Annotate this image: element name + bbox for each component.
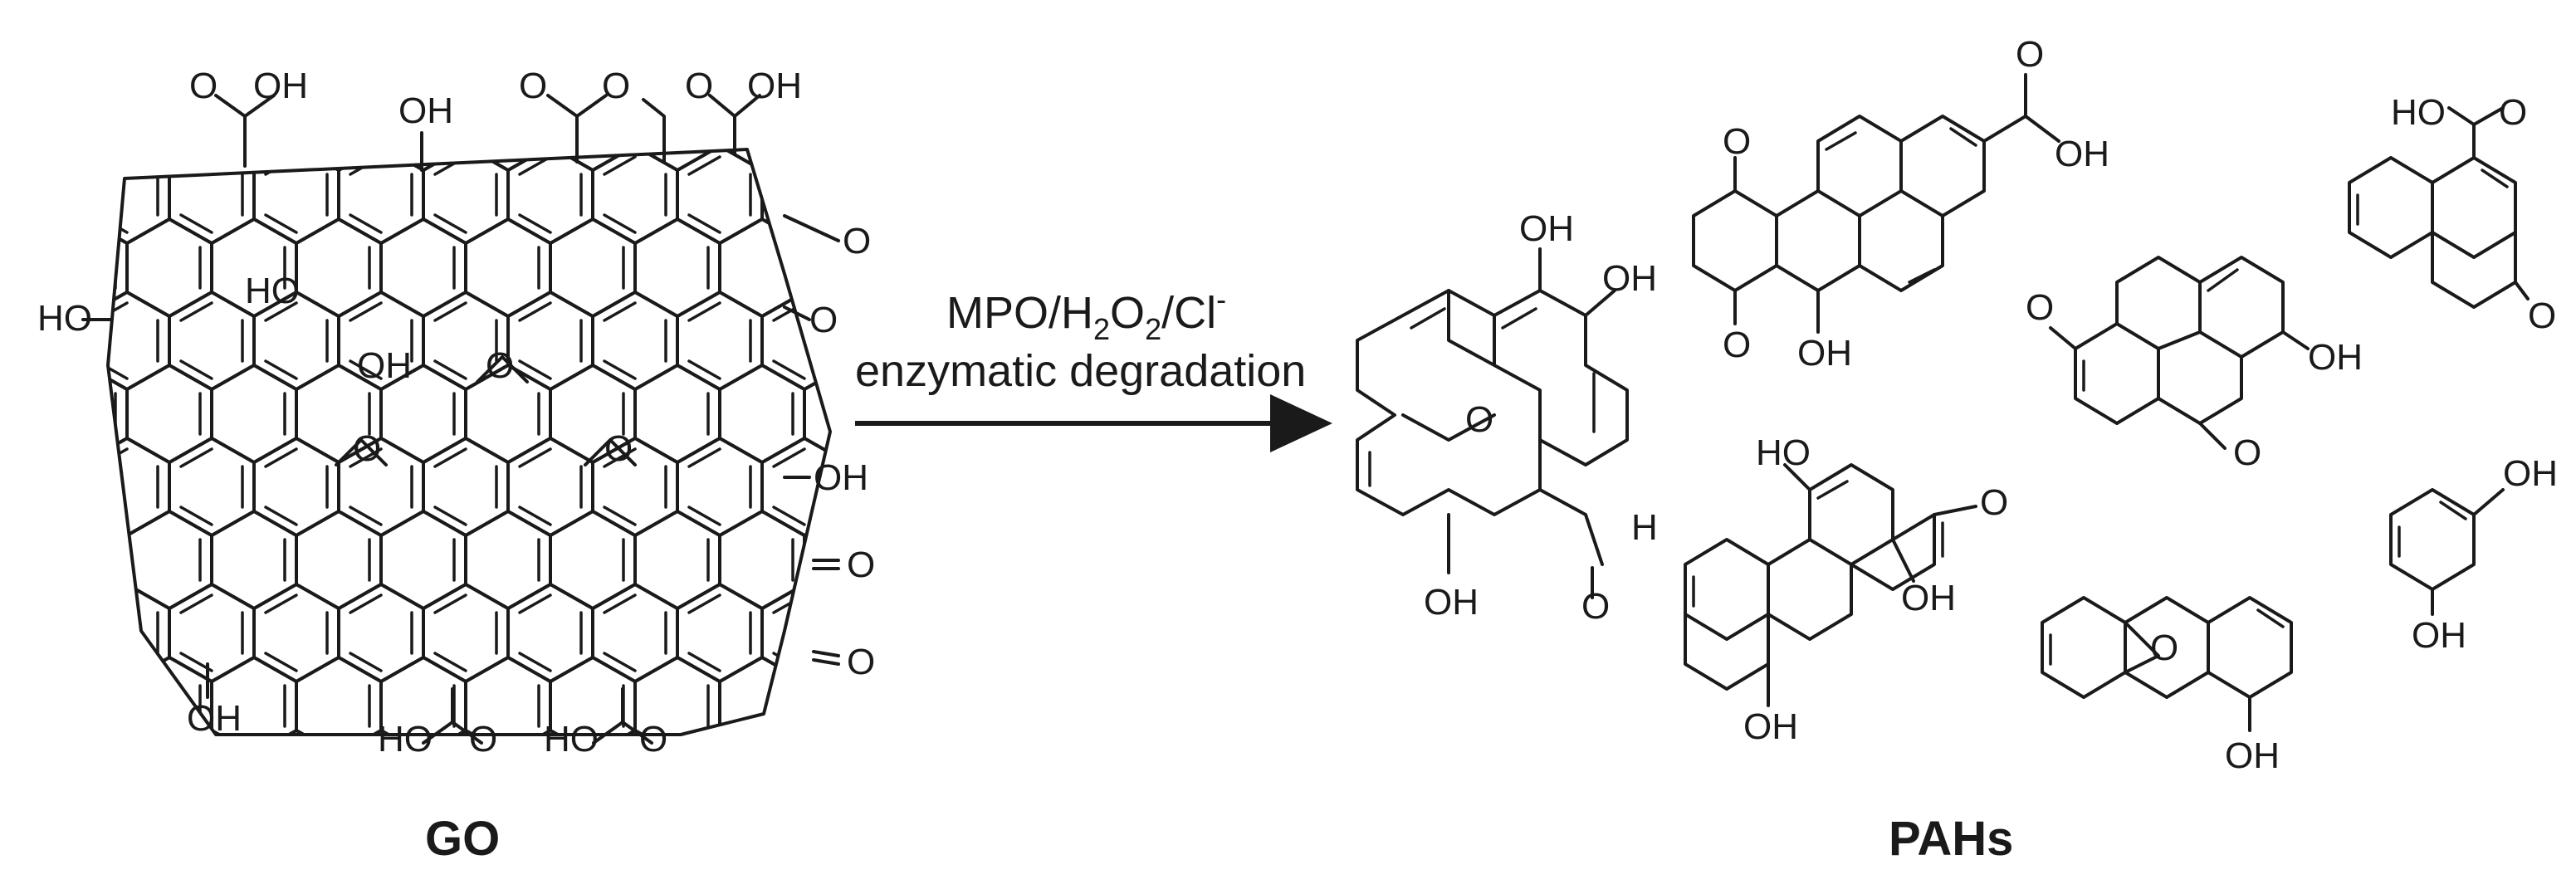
atom-o: O (685, 66, 713, 106)
atom-o: O (604, 428, 633, 469)
atom-oh: OH (1519, 208, 1574, 249)
go-top-lactone: O O (519, 66, 666, 164)
go-right-anhydride: O O (783, 214, 871, 340)
atom-o: O (602, 66, 630, 106)
product-5-molecule: HO OH O OH (1684, 432, 2008, 747)
atom-oh: OH (814, 457, 868, 498)
atom-o: O (847, 545, 875, 585)
go-inner-hydroxyls: HO OH (245, 271, 412, 386)
atom-h: H (1631, 507, 1658, 548)
atom-o: O (189, 66, 218, 106)
go-top-carboxyl-2: O OH (685, 66, 802, 155)
product-2-molecule: O O OH O OH (1692, 34, 2109, 374)
atom-o: O (2016, 34, 2044, 75)
atom-oh: OH (747, 66, 802, 106)
atom-ho: HO (245, 271, 300, 311)
atom-o: O (1723, 121, 1751, 162)
atom-o: O (2150, 628, 2178, 668)
atom-o: O (1581, 586, 1610, 627)
product-7-molecule: OH OH (2389, 453, 2558, 656)
atom-o: O (353, 428, 381, 469)
atom-o: O (2499, 92, 2527, 133)
graphene-oxide-structure: O OH OH O O O OH O O HO HO OH (37, 66, 875, 760)
atom-oh: OH (1743, 706, 1798, 747)
atom-oh: OH (2308, 337, 2363, 378)
atom-oh: OH (1797, 333, 1852, 374)
atom-oh: OH (1602, 258, 1657, 299)
product-4-molecule: HO O O (2348, 92, 2556, 336)
reagent-label: MPO/H2O2/Cl- (946, 282, 1226, 346)
reactant-label: GO (425, 812, 500, 866)
atom-oh: OH (2225, 735, 2280, 776)
go-right-oh-and-quinone: OH O O (783, 457, 875, 682)
atom-o: O (843, 221, 871, 261)
atom-oh: OH (2503, 453, 2558, 494)
atom-ho: HO (1756, 432, 1811, 473)
atom-o: O (1465, 399, 1493, 440)
atom-o: O (809, 300, 838, 340)
atom-o: O (519, 66, 547, 106)
atom-ho: HO (544, 719, 599, 760)
atom-o: O (847, 642, 875, 682)
reaction-arrow: MPO/H2O2/Cl- enzymatic degradation (855, 282, 1332, 452)
atom-ho: HO (378, 719, 433, 760)
go-left-hydroxyl: HO (37, 298, 114, 339)
atom-o: O (2026, 287, 2054, 328)
atom-oh: OH (2412, 615, 2466, 656)
atom-oh: OH (253, 66, 308, 106)
product-6-molecule: O OH (2041, 596, 2293, 776)
product-1-molecule: OH OH O OH H O (1356, 208, 1658, 627)
atom-oh: OH (2055, 134, 2109, 174)
atom-o: O (639, 719, 667, 760)
go-bottom-groups: OH HO O HO O (187, 662, 667, 760)
reagent-label-line2: enzymatic degradation (855, 346, 1306, 396)
atom-ho: HO (2391, 92, 2446, 133)
go-top-carboxyl-1: O OH (189, 66, 308, 168)
go-epoxides: O O O (335, 345, 637, 469)
atom-o: O (2528, 296, 2556, 336)
atom-o: O (2233, 432, 2261, 473)
atom-o: O (469, 719, 497, 760)
atom-ho: HO (37, 298, 92, 339)
atom-o: O (1723, 325, 1751, 365)
atom-o: O (1980, 482, 2008, 523)
atom-oh: OH (1424, 582, 1479, 623)
atom-oh: OH (1901, 578, 1956, 618)
atom-oh: OH (398, 90, 453, 131)
atom-o: O (486, 345, 514, 386)
atom-oh: OH (357, 345, 412, 386)
products-label: PAHs (1889, 812, 2013, 866)
go-top-hydroxyl: OH (398, 90, 453, 172)
atom-oh: OH (187, 698, 242, 739)
product-3-molecule: O OH O (2026, 256, 2363, 473)
